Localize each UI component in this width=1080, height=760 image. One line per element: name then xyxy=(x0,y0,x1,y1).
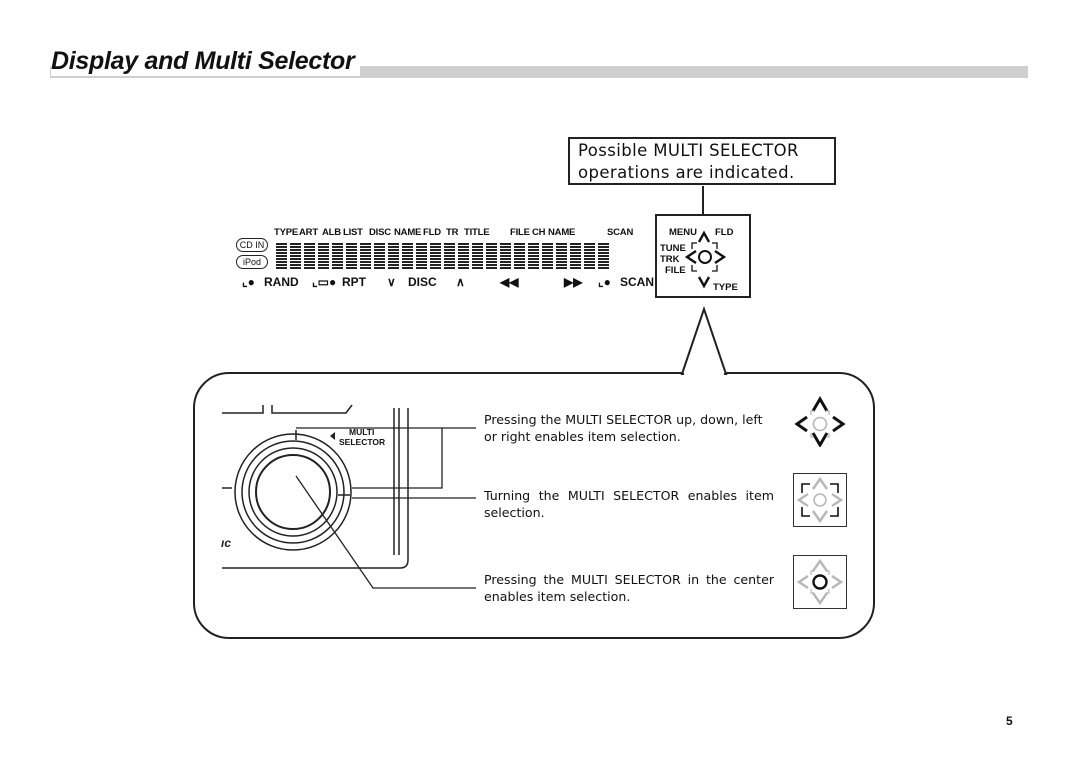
lcd-indicator: TITLE xyxy=(464,227,490,238)
page-title: Display and Multi Selector xyxy=(51,46,361,76)
rewind-icon: ◀◀ xyxy=(500,275,519,289)
fast-forward-icon: ▶▶ xyxy=(564,275,583,289)
scan-label: SCAN xyxy=(620,275,655,289)
disc-down-icon: ∨ xyxy=(387,275,396,289)
brand-fragment: ıc xyxy=(221,536,231,550)
multi-label-line-1: MULTI xyxy=(349,427,375,437)
rpt-label: RPT xyxy=(342,275,366,289)
lcd-indicator: DISC xyxy=(369,227,391,238)
multi-label-line-2: SELECTOR xyxy=(339,437,386,447)
directional-press-icon xyxy=(793,391,847,448)
rotate-icon xyxy=(793,473,847,527)
operation-description-3: Pressing the MULTI SELECTOR in the cente… xyxy=(484,572,774,604)
lcd-indicator: FLD xyxy=(423,227,441,238)
explanation-panel xyxy=(193,372,875,639)
lcd-indicator: FILE xyxy=(510,227,530,238)
trk-label: TRK xyxy=(660,254,680,265)
lcd-display: TYPE ART ALB LIST DISC NAME FLD TR TITLE… xyxy=(232,222,658,298)
multi-arrow-icon xyxy=(330,432,335,440)
lcd-indicator: TR xyxy=(446,227,459,238)
ipod-badge: iPod xyxy=(236,255,268,269)
operation-description-1: Pressing the MULTI SELECTOR up, down, le… xyxy=(484,412,763,444)
fld-label: FLD xyxy=(715,227,734,238)
lcd-indicator: ALB xyxy=(322,227,341,238)
operation-description-2: Turning the MULTI SELECTOR enables item … xyxy=(484,488,774,520)
multi-selector-unit-label: MULTI SELECTOR xyxy=(339,427,385,447)
lcd-indicator: NAME xyxy=(548,227,576,238)
multi-selector-indicator: MENU FLD TUNE TRK FILE TYPE xyxy=(655,214,751,298)
tune-label: TUNE xyxy=(660,243,686,254)
menu-label: MENU xyxy=(669,227,697,238)
lcd-segment-characters xyxy=(276,243,609,271)
type-label: TYPE xyxy=(713,282,738,293)
lcd-indicator: LIST xyxy=(343,227,363,238)
callout-line-1: Possible MULTI SELECTOR xyxy=(578,141,799,160)
multi-selector-indicator-icon xyxy=(684,230,727,289)
lcd-indicator: NAME xyxy=(394,227,422,238)
callout-box: Possible MULTI SELECTOR operations are i… xyxy=(568,137,836,185)
file-label: FILE xyxy=(665,265,686,276)
lcd-indicator: TYPE xyxy=(274,227,299,238)
center-press-icon xyxy=(793,555,847,609)
page-number: 5 xyxy=(1006,714,1013,728)
lcd-indicator: ART xyxy=(299,227,318,238)
disc-up-icon: ∧ xyxy=(456,275,465,289)
disc-label: DISC xyxy=(408,275,437,289)
callout-line-2: operations are indicated. xyxy=(578,163,795,182)
cd-in-badge: CD IN xyxy=(236,238,268,252)
lcd-indicator: SCAN xyxy=(607,227,634,238)
rand-label: RAND xyxy=(264,275,299,289)
lcd-indicator: CH xyxy=(532,227,546,238)
